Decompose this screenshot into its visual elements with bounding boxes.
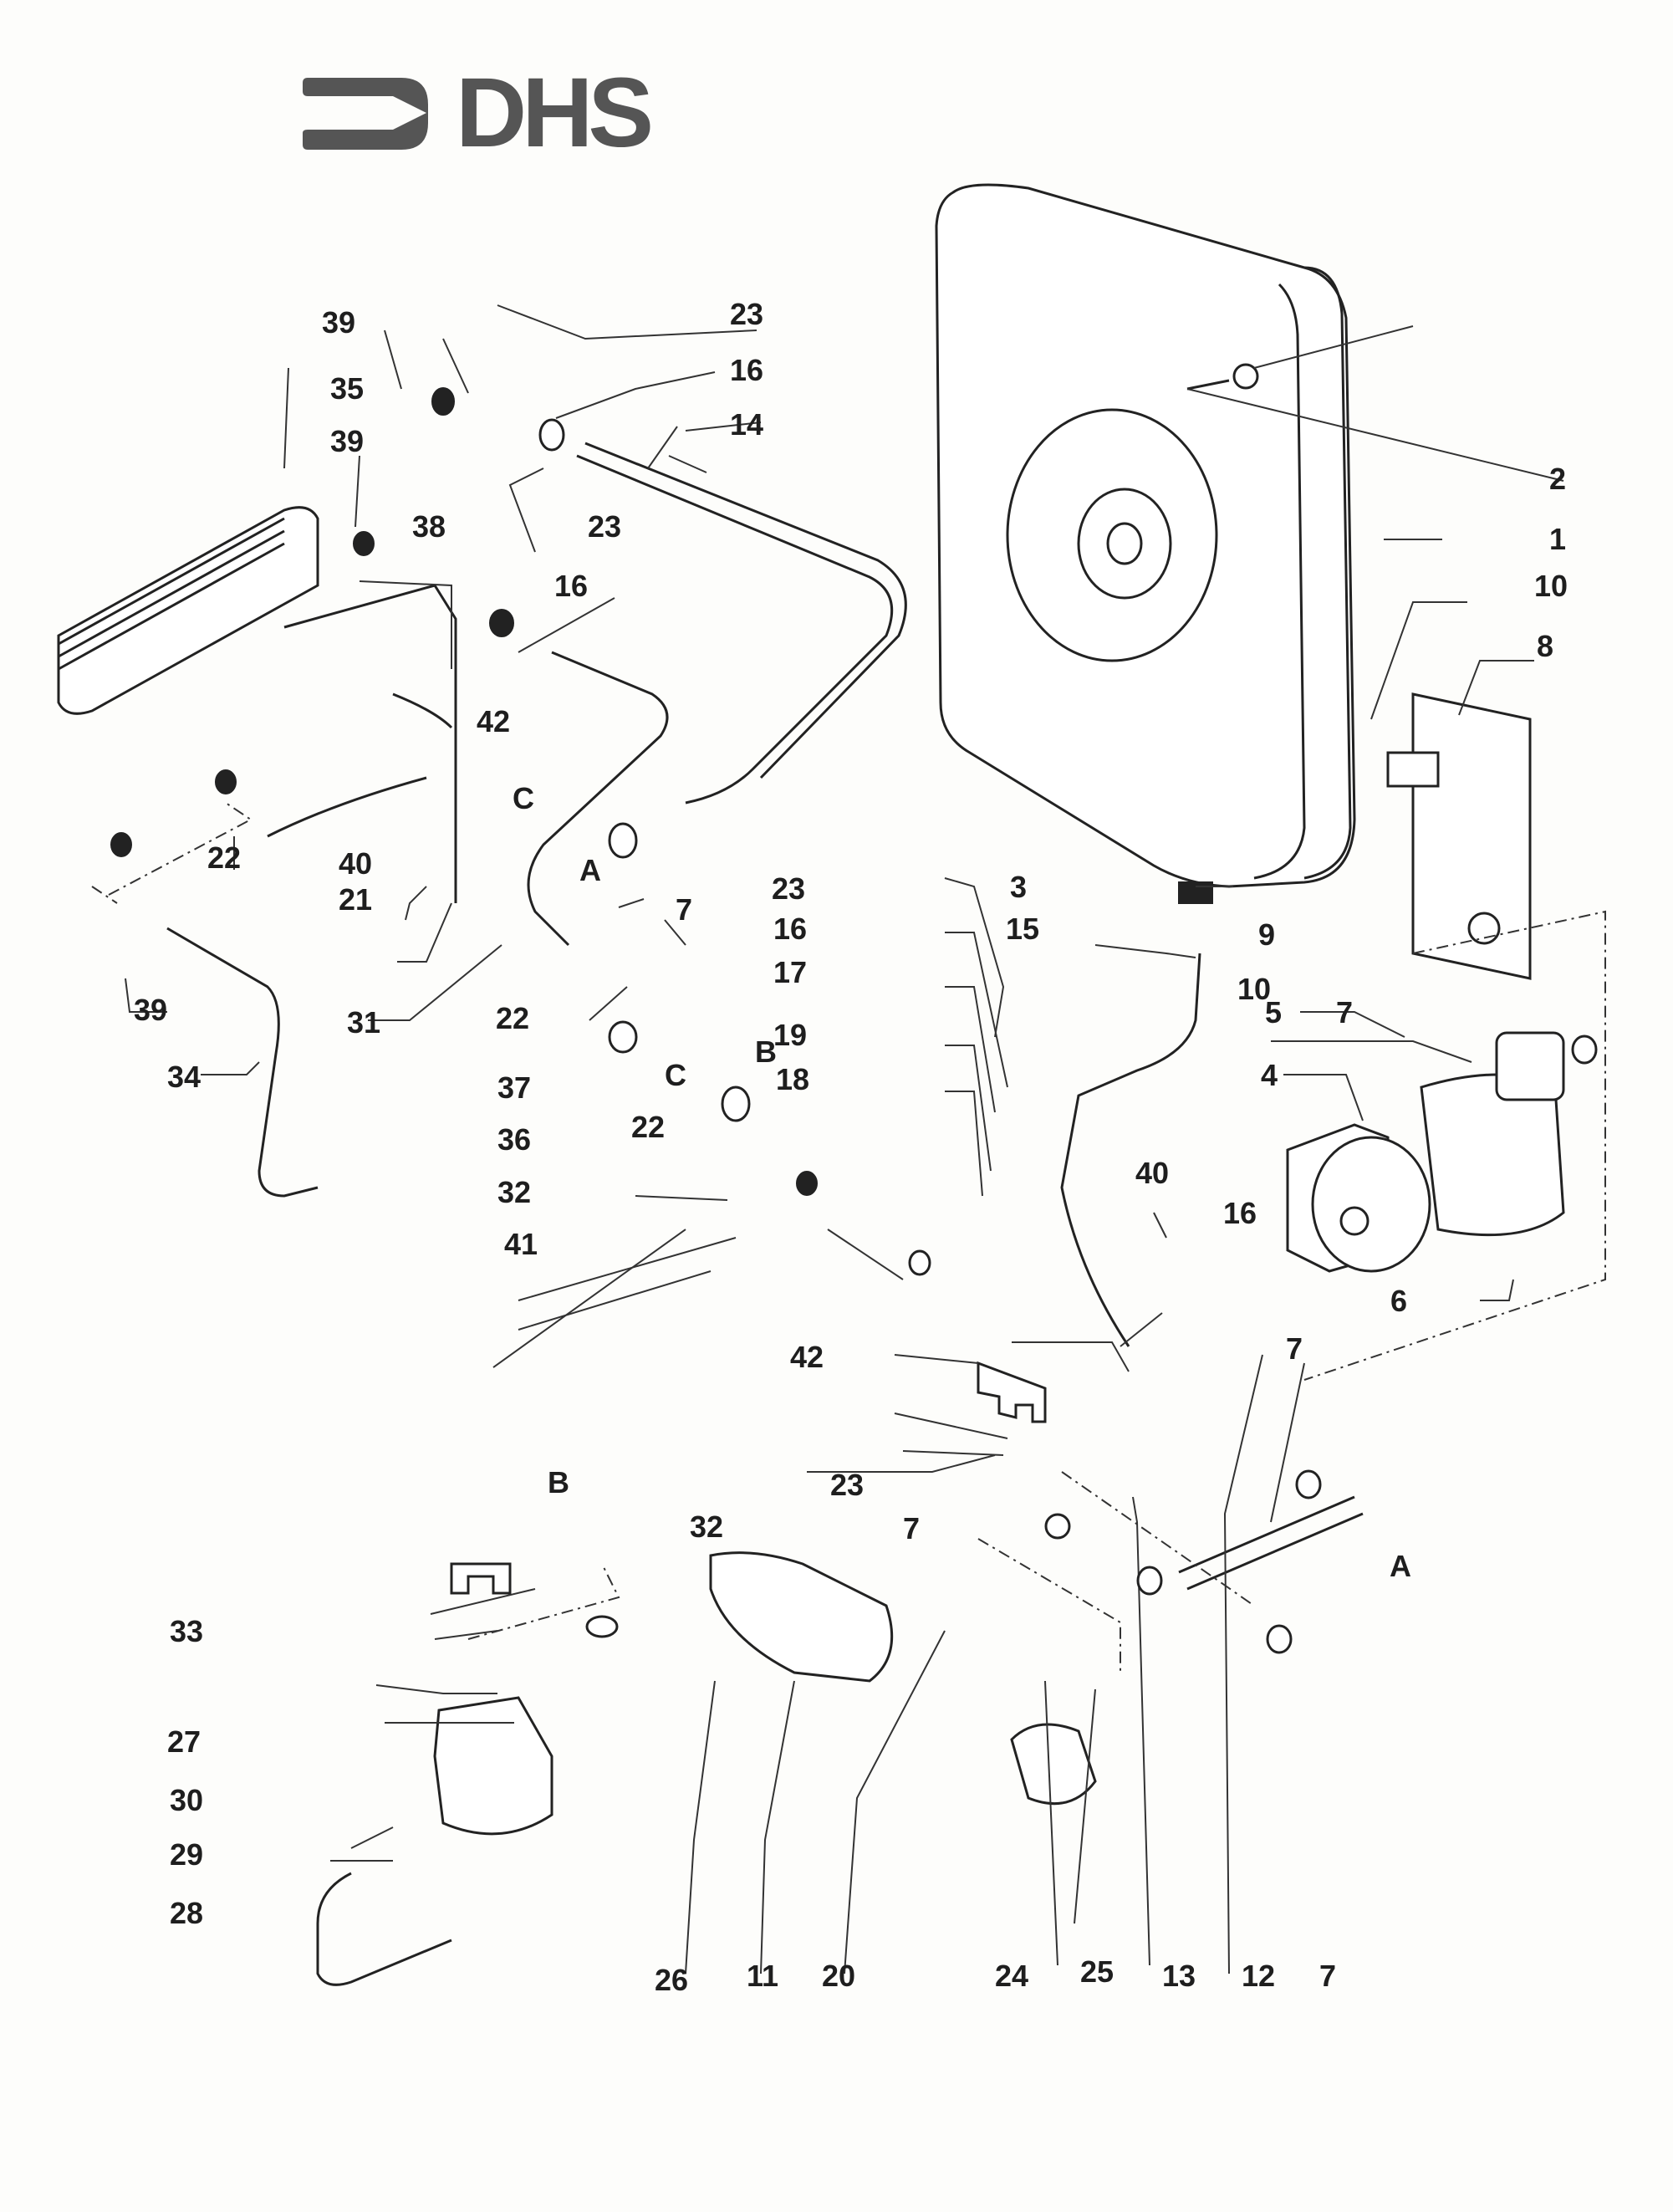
valve-part-11 xyxy=(709,1551,894,1683)
clip-part-42 xyxy=(977,1361,1047,1423)
part-label-24: 24 xyxy=(995,1959,1029,1993)
part-label-6: 6 xyxy=(1390,1284,1408,1318)
assembly-line xyxy=(977,1471,1255,1673)
part-label-22: 22 xyxy=(496,1001,530,1035)
part-label-16: 16 xyxy=(1223,1196,1257,1230)
part-label-22: 22 xyxy=(207,840,242,875)
part-label-38: 38 xyxy=(412,509,446,544)
pipe-part-28 xyxy=(316,1872,452,1986)
part-label-27: 27 xyxy=(167,1724,201,1759)
dhs-logo: DHS xyxy=(301,63,686,163)
part-label-32: 32 xyxy=(690,1510,724,1544)
pipe-part-34 xyxy=(166,927,319,1198)
part-label-5: 5 xyxy=(1265,995,1283,1029)
part-label-28: 28 xyxy=(170,1896,204,1930)
part-label-35: 35 xyxy=(330,371,365,406)
part-label-23: 23 xyxy=(830,1468,865,1502)
part-label-42: 42 xyxy=(790,1340,824,1374)
part-label-7: 7 xyxy=(1336,995,1354,1029)
part-label-14: 14 xyxy=(730,407,764,442)
connection-marker-a: A xyxy=(1390,1549,1411,1583)
part-label-13: 13 xyxy=(1162,1959,1196,1993)
part-label-39: 39 xyxy=(134,993,168,1027)
connection-marker-a: A xyxy=(579,853,601,887)
part-label-16: 16 xyxy=(773,912,808,946)
part-label-8: 8 xyxy=(1537,629,1554,663)
part-label-19: 19 xyxy=(773,1018,808,1052)
part-label-21: 21 xyxy=(339,882,373,917)
part-label-1: 1 xyxy=(1549,522,1567,556)
part-label-31: 31 xyxy=(347,1005,381,1040)
part-label-40: 40 xyxy=(1135,1156,1170,1190)
clip-part-33 xyxy=(450,1562,512,1595)
part-label-34: 34 xyxy=(167,1060,201,1094)
part-label-4: 4 xyxy=(1261,1058,1278,1092)
screw-part-2 xyxy=(1186,325,1564,482)
logo-text: DHS xyxy=(456,58,654,168)
part-label-20: 20 xyxy=(822,1959,856,1993)
pipe-part-21 xyxy=(267,584,457,903)
connection-marker-b: B xyxy=(548,1465,569,1499)
leader-lines xyxy=(125,304,1534,1974)
part-label-15: 15 xyxy=(1006,912,1040,946)
part-label-16: 16 xyxy=(554,569,589,603)
part-label-22: 22 xyxy=(631,1110,666,1144)
part-label-9: 9 xyxy=(1258,917,1276,952)
pump-parts-4-5 xyxy=(1286,1031,1565,1273)
part-label-12: 12 xyxy=(1242,1959,1276,1993)
part-label-11: 11 xyxy=(747,1959,779,1993)
part-label-42: 42 xyxy=(477,704,511,738)
seals xyxy=(110,387,1598,1654)
part-label-41: 41 xyxy=(504,1227,538,1261)
part-label-18: 18 xyxy=(776,1062,810,1096)
assembly-line xyxy=(1303,910,1606,1381)
part-label-32: 32 xyxy=(497,1175,532,1209)
part-label-23: 23 xyxy=(588,509,622,544)
part-label-10: 10 xyxy=(1237,972,1272,1006)
part-label-25: 25 xyxy=(1080,1954,1114,1989)
connection-marker-b: B xyxy=(755,1034,777,1069)
connection-marker-c: C xyxy=(513,781,534,815)
pipe-part-15 xyxy=(1060,953,1201,1347)
part-label-16: 16 xyxy=(730,353,764,387)
part-label-3: 3 xyxy=(1010,870,1028,904)
part-label-39: 39 xyxy=(322,305,356,340)
bracket-part-8 xyxy=(1386,692,1532,980)
part-label-36: 36 xyxy=(497,1122,532,1157)
part-label-7: 7 xyxy=(1319,1959,1337,1993)
part-label-26: 26 xyxy=(655,1963,689,1997)
assembly-line xyxy=(467,1563,620,1640)
part-label-2: 2 xyxy=(1549,462,1567,496)
part-label-7: 7 xyxy=(676,892,693,927)
part-label-17: 17 xyxy=(773,955,808,989)
pipe-part-31 xyxy=(527,651,669,947)
flow-sensor-part-27 xyxy=(433,1696,553,1836)
part-label-23: 23 xyxy=(730,297,764,331)
part-label-37: 37 xyxy=(497,1070,532,1105)
plate-exchanger-part-35 xyxy=(57,506,319,715)
tank-part-1 xyxy=(935,183,1356,904)
arrow-right-bracket-icon xyxy=(303,78,428,150)
assembly-line xyxy=(91,802,252,904)
part-label-10: 10 xyxy=(1534,569,1568,603)
part-label-7: 7 xyxy=(1286,1331,1303,1366)
part-label-29: 29 xyxy=(170,1837,204,1872)
pipe-part-12 xyxy=(1178,1495,1364,1591)
part-label-30: 30 xyxy=(170,1783,204,1817)
connection-marker-c: C xyxy=(665,1058,686,1092)
part-label-23: 23 xyxy=(772,871,806,906)
part-label-40: 40 xyxy=(339,846,373,881)
pipe-part-14-inner xyxy=(584,442,907,779)
part-label-7: 7 xyxy=(903,1511,921,1545)
pipe-part-14 xyxy=(576,454,894,805)
part-label-39: 39 xyxy=(330,424,365,458)
diaphragm-part-24 xyxy=(1010,1723,1097,1806)
part-label-33: 33 xyxy=(170,1614,204,1648)
